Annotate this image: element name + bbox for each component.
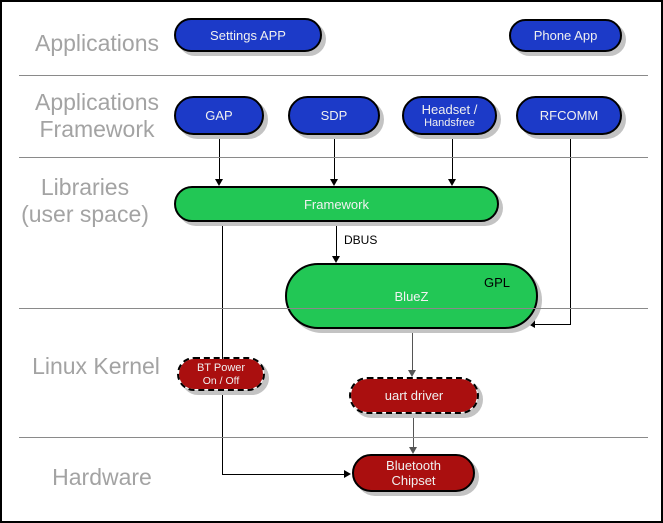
- node-label: On / Off: [202, 374, 240, 387]
- node-bluez: GPL BlueZ: [285, 263, 538, 329]
- arrowhead-down-icon: [332, 256, 340, 263]
- layer-label-text: Linux Kernel: [32, 353, 160, 379]
- layer-label-text: (user space): [21, 201, 149, 227]
- node-bluetooth-chipset: Bluetooth Chipset: [352, 454, 475, 492]
- layer-label-text: Applications: [34, 89, 160, 115]
- layer-label-text: Applications: [34, 30, 160, 56]
- node-label: uart driver: [384, 388, 444, 403]
- layer-label-applications-framework: Applications Framework: [22, 89, 172, 143]
- arrowhead-down-icon: [408, 370, 416, 377]
- layer-separator: [19, 75, 648, 76]
- node-label: RFCOMM: [539, 108, 599, 123]
- arrowhead-down-icon: [409, 447, 417, 454]
- dbus-edge-label: DBUS: [344, 233, 378, 247]
- node-label: SDP: [320, 108, 348, 123]
- node-label: GAP: [205, 108, 233, 123]
- edge-uart-driver-to-chipset: [413, 414, 414, 447]
- layer-separator: [19, 308, 648, 309]
- layer-label-applications: Applications: [22, 30, 172, 57]
- node-label: Phone App: [533, 28, 598, 43]
- arrowhead-down-icon: [448, 179, 456, 186]
- layer-label-text: Hardware: [52, 464, 152, 490]
- node-label: Bluetooth: [386, 458, 441, 473]
- layer-separator: [19, 437, 648, 438]
- node-uart-driver: uart driver: [349, 377, 479, 414]
- layer-label-hardware: Hardware: [27, 464, 177, 491]
- node-label: Chipset: [391, 473, 436, 488]
- edge-rfcomm-to-bluez-horizontal: [535, 324, 571, 325]
- layer-label-text: Framework: [39, 116, 155, 142]
- layer-label-libraries-user-space: Libraries (user space): [10, 174, 160, 228]
- edge-framework-to-chipset-horizontal: [222, 474, 344, 475]
- license-tag-gpl: GPL: [483, 275, 510, 290]
- edge-framework-to-chipset-vertical: [222, 222, 223, 474]
- arrowhead-down-icon: [330, 179, 338, 186]
- node-settings-app: Settings APP: [174, 18, 322, 52]
- node-label: Headset /: [421, 101, 478, 117]
- node-headset-handsfree: Headset / Handsfree: [402, 96, 497, 135]
- node-framework: Framework: [174, 186, 499, 222]
- node-sdp: SDP: [288, 96, 380, 135]
- node-label: Framework: [303, 196, 369, 212]
- layer-separator: [19, 157, 648, 158]
- node-label: Handsfree: [424, 116, 475, 129]
- node-gap: GAP: [174, 96, 264, 135]
- node-rfcomm: RFCOMM: [516, 96, 622, 135]
- node-label: BlueZ: [394, 288, 429, 304]
- node-phone-app: Phone App: [509, 19, 622, 52]
- node-label: Settings APP: [210, 27, 286, 43]
- edge-bluez-to-uart-driver: [412, 329, 413, 370]
- arrowhead-right-icon: [344, 470, 351, 478]
- arrowhead-left-icon: [528, 320, 535, 328]
- edge-framework-to-bluez-dbus: [336, 222, 337, 257]
- node-label: BT Power: [196, 361, 246, 374]
- layer-label-text: Libraries: [40, 174, 130, 200]
- arrowhead-down-icon: [215, 179, 223, 186]
- layer-label-linux-kernel: Linux Kernel: [16, 353, 176, 380]
- node-bt-power-on-off: BT Power On / Off: [177, 357, 265, 391]
- edge-rfcomm-to-bluez-vertical: [570, 135, 571, 325]
